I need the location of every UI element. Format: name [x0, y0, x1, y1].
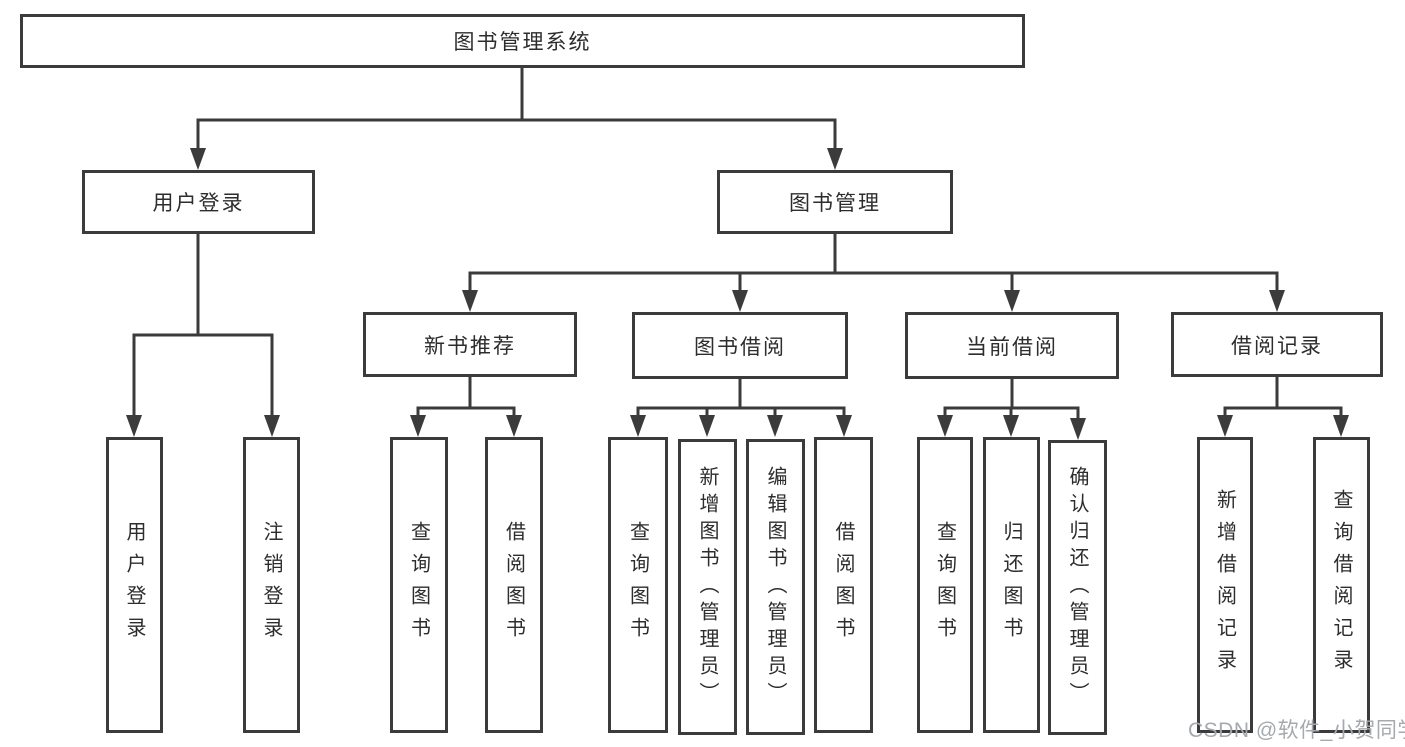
leaf-bookborrow-query: 查询图书	[608, 437, 668, 733]
node-library-system-label: 图书管理系统	[453, 31, 592, 54]
leaf-borrowrecord-query-label: 查询借阅记录	[1330, 489, 1352, 681]
node-library-system: 图书管理系统	[20, 14, 1025, 68]
node-borrow-record: 借阅记录	[1171, 312, 1383, 377]
leaf-borrowrecord-query: 查询借阅记录	[1313, 437, 1370, 733]
leaf-bookborrow-add-label: 新增图书（管理员）	[696, 465, 718, 709]
leaf-currentborrow-query: 查询图书	[917, 437, 973, 733]
node-book-management-label: 图书管理	[789, 192, 881, 215]
leaf-bookborrow-borrow-label: 借阅图书	[832, 521, 854, 649]
node-user-login-label: 用户登录	[152, 192, 245, 215]
leaf-bookborrow-borrow: 借阅图书	[814, 437, 873, 733]
leaf-bookborrow-edit: 编辑图书（管理员）	[746, 439, 805, 735]
node-user-login: 用户登录	[82, 170, 315, 234]
leaf-newbook-query-label: 查询图书	[407, 521, 430, 649]
csdn-watermark: CSDN @软件_小贺同学	[1188, 719, 1405, 742]
leaf-logout: 注销登录	[243, 437, 300, 733]
leaf-currentborrow-return-label: 归还图书	[1000, 521, 1022, 649]
node-borrow-record-label: 借阅记录	[1231, 334, 1323, 358]
node-book-borrow: 图书借阅	[632, 312, 848, 379]
leaf-newbook-borrow-label: 借阅图书	[502, 521, 525, 649]
leaf-newbook-borrow: 借阅图书	[485, 437, 543, 733]
leaf-bookborrow-query-label: 查询图书	[626, 521, 649, 649]
leaf-currentborrow-return: 归还图书	[983, 437, 1040, 733]
leaf-bookborrow-edit-label: 编辑图书（管理员）	[764, 465, 786, 709]
leaf-currentborrow-confirm-label: 确认归还（管理员）	[1066, 466, 1088, 709]
leaf-borrowrecord-add: 新增借阅记录	[1197, 437, 1253, 733]
node-new-book-recommend-label: 新书推荐	[424, 334, 516, 358]
node-current-borrow-label: 当前借阅	[966, 335, 1058, 359]
leaf-borrowrecord-add-label: 新增借阅记录	[1213, 489, 1236, 681]
leaf-newbook-query: 查询图书	[390, 437, 448, 733]
leaf-user-login: 用户登录	[106, 437, 163, 733]
leaf-bookborrow-add: 新增图书（管理员）	[678, 439, 737, 735]
node-book-management: 图书管理	[717, 170, 953, 234]
leaf-currentborrow-query-label: 查询图书	[933, 521, 956, 649]
leaf-currentborrow-confirm: 确认归还（管理员）	[1048, 440, 1107, 735]
node-current-borrow: 当前借阅	[905, 312, 1119, 379]
leaf-user-login-label: 用户登录	[123, 521, 145, 649]
node-book-borrow-label: 图书借阅	[694, 335, 786, 359]
node-new-book-recommend: 新书推荐	[363, 312, 577, 377]
leaf-logout-label: 注销登录	[260, 521, 282, 649]
